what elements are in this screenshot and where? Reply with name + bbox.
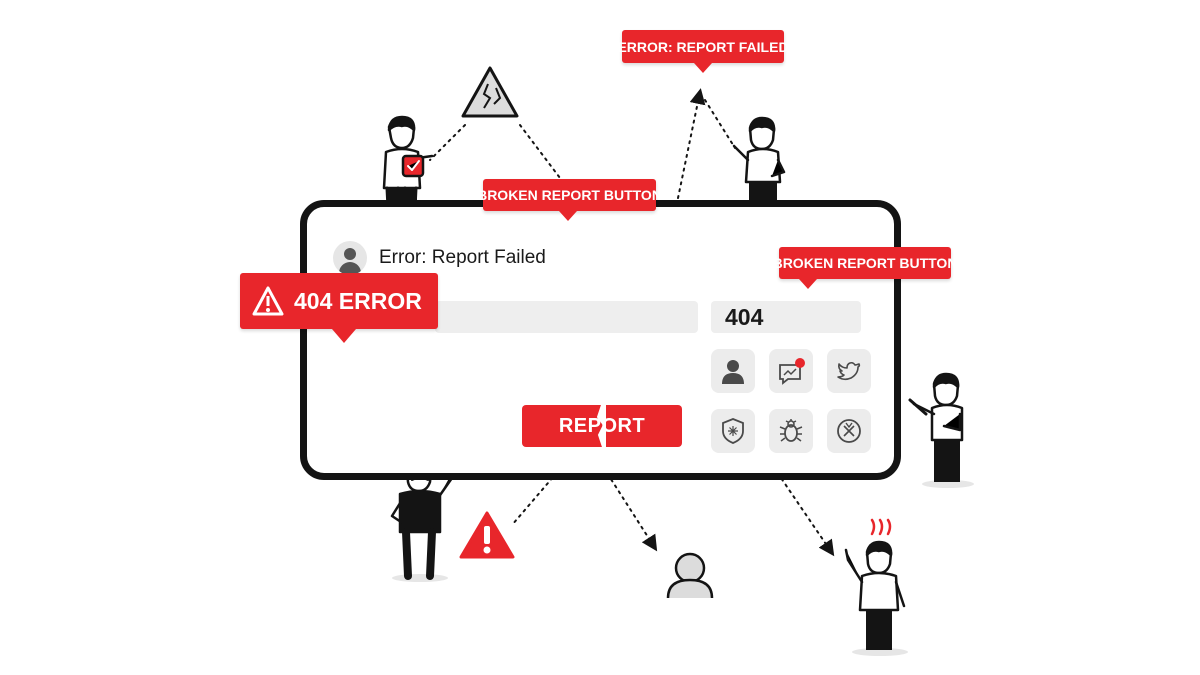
warning-red-icon (459, 511, 515, 559)
tile-shield-star[interactable] (711, 409, 755, 453)
report-button[interactable]: REPORT (522, 405, 682, 447)
tile-bug[interactable] (769, 409, 813, 453)
user-icon (722, 360, 744, 384)
callout-report-failed: ERROR: REPORT FAILED (617, 30, 789, 73)
shield-star-icon (722, 418, 744, 444)
tile-bird[interactable] (827, 349, 871, 393)
crack-mark (596, 405, 606, 447)
warning-icon (252, 286, 284, 316)
connector-callout-top-down (704, 99, 736, 149)
report-button-label: REPORT (558, 414, 646, 437)
callout-broken-button-right: BROKEN REPORT BUTTON (773, 247, 957, 289)
window-header: Error: Report Failed (333, 241, 546, 275)
callout-404-label: 404 ERROR (294, 287, 422, 314)
cracked-warning-icon (461, 66, 519, 118)
tile-message-alert[interactable] (769, 349, 813, 393)
user-silhouette-icon (666, 552, 714, 599)
broken-link-icon (837, 419, 861, 443)
connector-triangle-to-callout (519, 124, 561, 179)
bug-icon (779, 419, 803, 442)
connector-triangle-to-figure (429, 124, 466, 161)
tile-user[interactable] (711, 349, 755, 393)
person-frustrated (844, 518, 908, 656)
person-with-pen (908, 372, 974, 488)
bird-icon (837, 361, 861, 381)
callout-broken-button-top: BROKEN REPORT BUTTON (477, 179, 662, 221)
connector-report-to-user (599, 461, 658, 552)
callout-404-error: 404 ERROR (240, 273, 438, 343)
error-code-field: 404 (711, 301, 861, 333)
window-title: Error: Report Failed (379, 247, 546, 268)
message-alert-icon (779, 358, 805, 385)
tile-broken-link[interactable] (827, 409, 871, 453)
report-input[interactable] (435, 301, 698, 333)
avatar[interactable] (333, 241, 367, 275)
connector-callout-top-up (677, 88, 706, 199)
error-report-window: Error: Report Failed 404 REPORT (300, 200, 901, 480)
